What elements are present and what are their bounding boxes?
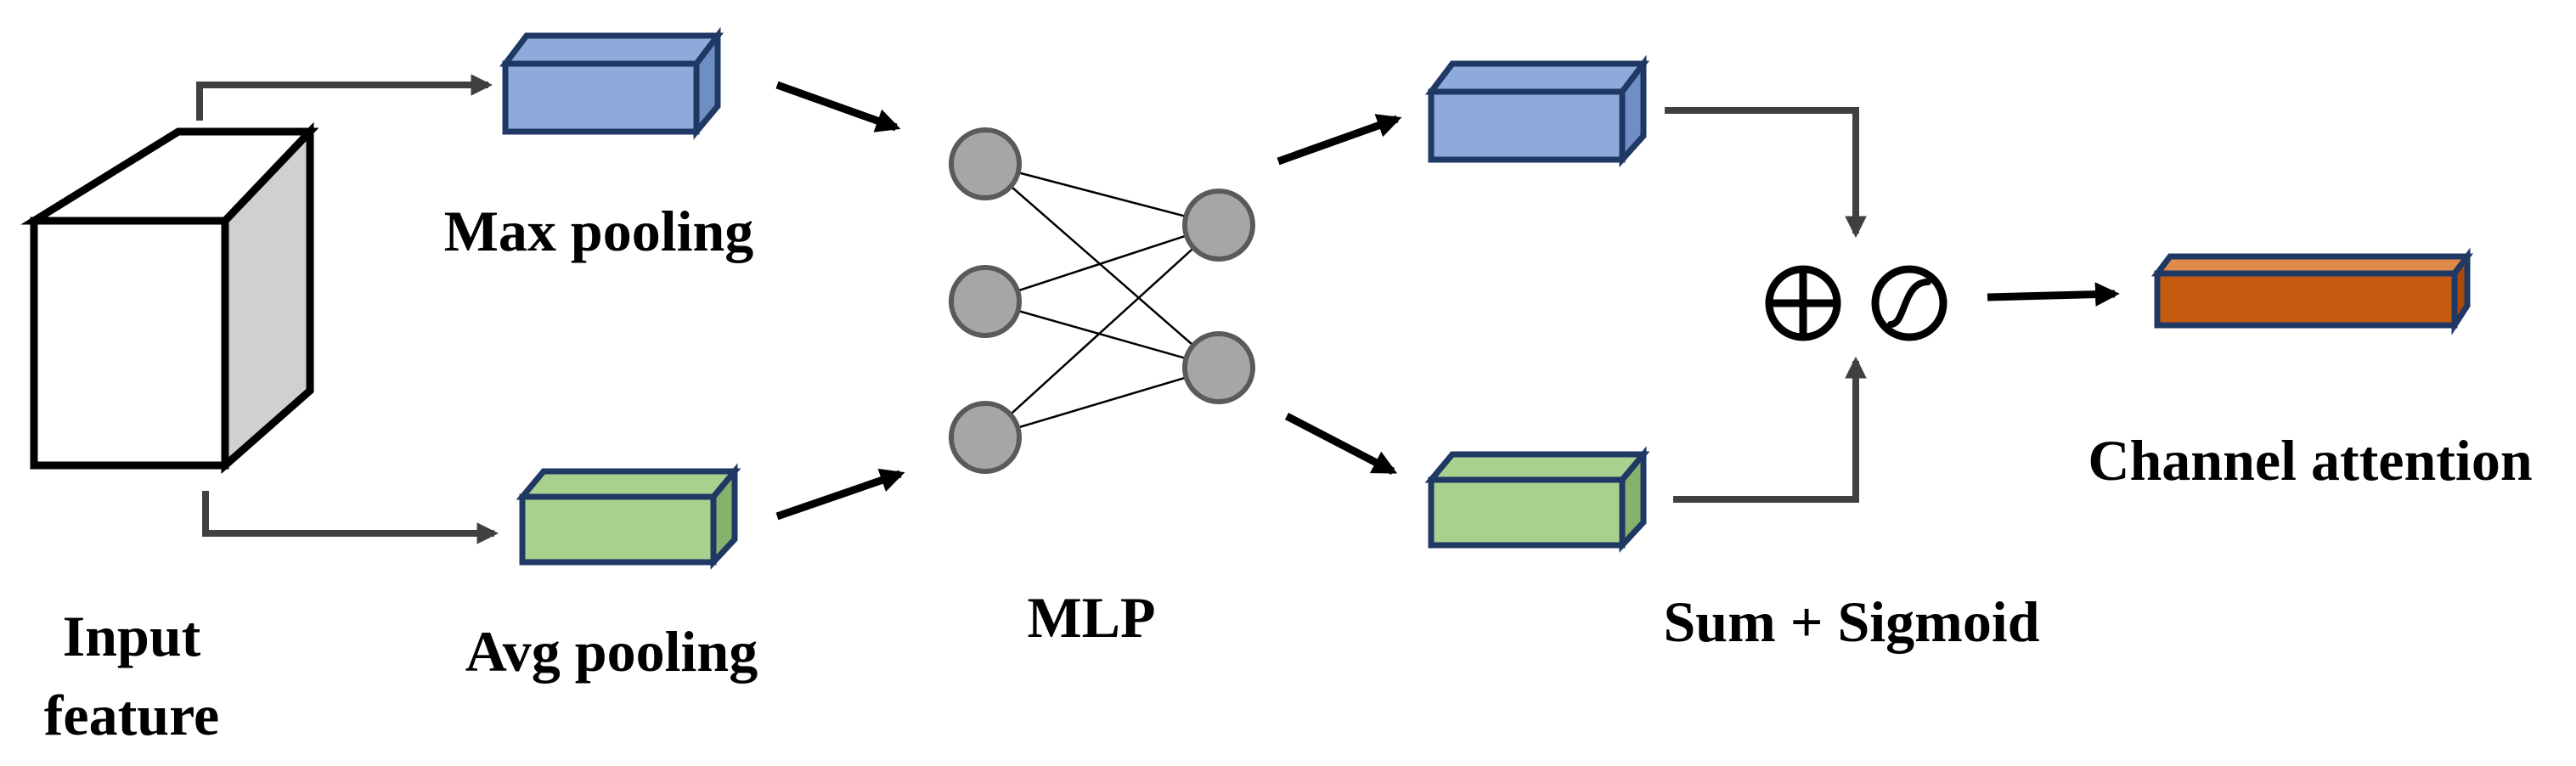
input-feature-cube: [20, 121, 319, 474]
mlp-to-avg-output-arrow: [1284, 413, 1398, 475]
input-to-maxpool-connector: [196, 74, 493, 121]
avgpool-to-mlp-arrow: [775, 468, 905, 521]
input-to-avgpool-connector: [202, 491, 499, 544]
sum-sigmoid-label: Sum + Sigmoid: [1663, 589, 2039, 654]
max-output-to-sum-connector: [1665, 107, 1867, 239]
mlp-input-neuron: [949, 401, 1022, 474]
channel-attention-block: [2151, 247, 2473, 335]
mlp-avg-output-block: [1424, 446, 1650, 553]
channel-attention-label: Channel attention: [2088, 428, 2532, 493]
mlp-input-neuron: [949, 127, 1022, 200]
mlp-output-neuron: [1182, 189, 1255, 262]
avg-pooling-block: [516, 463, 741, 570]
mlp-input-neuron: [949, 265, 1022, 338]
mlp-label: MLP: [1027, 585, 1155, 650]
mlp-max-output-block: [1424, 54, 1650, 168]
input-feature-label-line2: feature: [44, 683, 219, 747]
max-pooling-label: Max pooling: [444, 199, 754, 263]
mlp-to-max-output-arrow: [1277, 114, 1402, 166]
avg-pooling-label: Avg pooling: [465, 619, 758, 684]
sigmoid-to-attention-arrow: [1987, 282, 2120, 307]
sigmoid-icon: [1871, 265, 1948, 341]
avg-output-to-sum-connector: [1673, 356, 1867, 503]
mlp-output-neuron: [1182, 331, 1255, 404]
mlp-network: [949, 127, 1255, 474]
input-feature-label-line1: Input: [63, 604, 201, 668]
maxpool-to-mlp-arrow: [775, 81, 901, 132]
max-pooling-block: [499, 26, 724, 140]
sum-icon: [1765, 265, 1841, 341]
